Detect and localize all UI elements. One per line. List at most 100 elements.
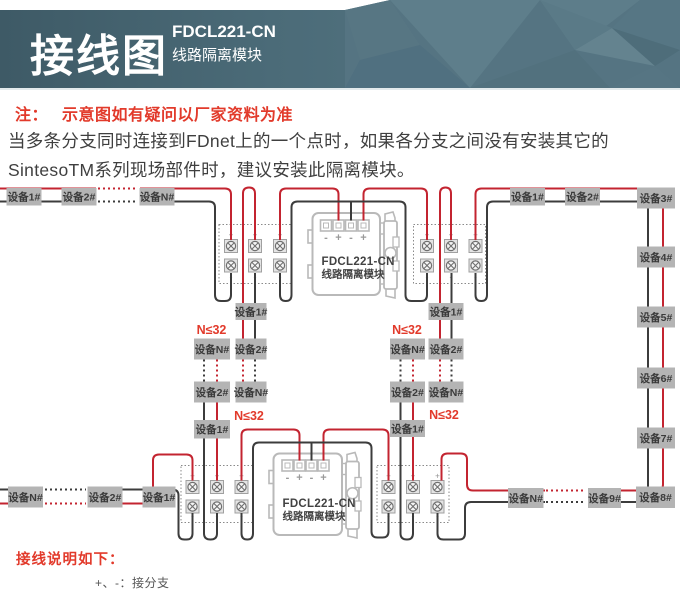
wire-black [436, 501, 545, 541]
device-box: 设备N# [390, 338, 425, 360]
device-label: 设备2# [391, 386, 424, 399]
page-title: 接线图 [30, 32, 168, 81]
device-label: 设备1# [391, 422, 424, 435]
terminal-plus-mark: + [435, 472, 440, 481]
device-label: 设备3# [640, 192, 673, 205]
device-box: 设备2# [235, 338, 268, 360]
wire-black [279, 200, 428, 303]
note-prefix: 注： [15, 107, 49, 124]
wire-black [399, 402, 414, 541]
branch-limit-label: N≤32 [234, 409, 264, 423]
footer-heading: 接线说明如下： [16, 552, 125, 568]
module-name: 线路隔离模块 [283, 510, 346, 523]
branch-limit-label: N≤32 [197, 323, 227, 337]
device-box: 设备2# [194, 381, 230, 403]
footer-legend: +、-：接分支 [95, 576, 170, 590]
din-clip-hook [346, 451, 358, 462]
wire-red [140, 187, 232, 240]
din-clip-hook [384, 211, 396, 221]
device-label: 设备N# [234, 386, 269, 399]
description-line-2: SintesoTM系列现场部件时，建议安装此隔离模块。 [8, 160, 415, 180]
device-label: 设备8# [639, 491, 672, 504]
device-box: 设备N# [234, 381, 269, 403]
wire-red [440, 452, 545, 492]
wire-red [242, 186, 256, 303]
branch-limit-label: N≤32 [392, 323, 422, 337]
branch-limit-label: N≤32 [429, 408, 459, 422]
device-label: 设备5# [640, 311, 673, 324]
device-box: 设备1# [235, 303, 268, 320]
device-box: 设备5# [637, 306, 675, 328]
device-box: 设备1# [6, 188, 42, 206]
device-label: 设备N# [390, 343, 425, 356]
module-name: 线路隔离模块 [322, 268, 385, 281]
module-terminal-label: - [310, 472, 314, 484]
wire-black [140, 200, 232, 302]
module-terminal-label: + [360, 232, 366, 244]
device-box: 设备9# [588, 488, 621, 508]
wire-black [88, 488, 194, 541]
device-box: 设备2# [428, 338, 464, 360]
product-name: 线路隔离模块 [172, 47, 263, 64]
device-label: 设备2# [430, 343, 463, 356]
device-label: 设备1# [511, 191, 544, 204]
device-box: 设备2# [565, 188, 600, 206]
din-clip-hole [384, 246, 397, 260]
module-terminal-label: - [324, 232, 328, 244]
description-line-1: 当多条分支同时连接到FDnet上的一个点时，如果各分支之间没有安装其它的 [8, 131, 609, 151]
device-label: 设备6# [640, 372, 673, 385]
device-label: 设备1# [8, 191, 41, 204]
device-label: 设备1# [430, 305, 463, 318]
device-label: 设备2# [235, 343, 268, 356]
note-text: 示意图如有疑问以厂家资料为准 [62, 107, 294, 124]
wire-red [88, 453, 194, 505]
module-terminal-label: - [349, 232, 353, 244]
wire-red [322, 428, 390, 481]
module-terminal-label: + [296, 472, 302, 484]
device-label: 设备7# [640, 432, 673, 445]
wire-red [240, 428, 301, 481]
wire-black [474, 200, 649, 503]
module-body [272, 452, 343, 536]
device-box: 设备6# [637, 367, 675, 389]
device-label: 设备N# [429, 386, 464, 399]
device-label: 设备1# [235, 305, 268, 318]
wire-black [240, 441, 390, 541]
device-box: 设备N# [139, 188, 175, 206]
device-label: 设备N# [140, 191, 175, 204]
device-box: 设备N# [508, 488, 544, 508]
device-box: 设备2# [87, 486, 123, 508]
device-label: 设备2# [63, 191, 96, 204]
header-banner [0, 0, 680, 90]
device-box: 设备1# [510, 188, 545, 206]
module-code: FDCL221-CN [322, 256, 395, 268]
module-body [311, 212, 381, 296]
device-label: 设备1# [143, 491, 176, 504]
device-box: 设备2# [61, 188, 97, 206]
module-terminal-label: - [286, 472, 290, 484]
device-label: 设备N# [8, 491, 43, 504]
wire-red [279, 187, 340, 240]
device-box: 设备4# [637, 246, 675, 268]
module-code: FDCL221-CN [283, 498, 356, 510]
device-box: 设备1# [142, 486, 176, 508]
device-label: 设备N# [509, 492, 544, 505]
device-box: 设备N# [194, 338, 230, 360]
device-label: 设备2# [196, 386, 229, 399]
din-clip-foot [347, 529, 358, 539]
device-box: 设备1# [390, 420, 425, 437]
device-box: 设备2# [390, 381, 425, 403]
device-label: 设备N# [195, 343, 230, 356]
din-clip-hole [346, 486, 359, 500]
device-label: 设备4# [640, 251, 673, 264]
device-box: 设备7# [637, 427, 675, 449]
wire-black [203, 402, 218, 541]
din-clip-foot [385, 289, 396, 299]
device-box: 设备8# [636, 486, 675, 508]
device-label: 设备9# [588, 492, 621, 505]
wire-red [474, 187, 664, 492]
device-box: 设备N# [8, 486, 43, 508]
